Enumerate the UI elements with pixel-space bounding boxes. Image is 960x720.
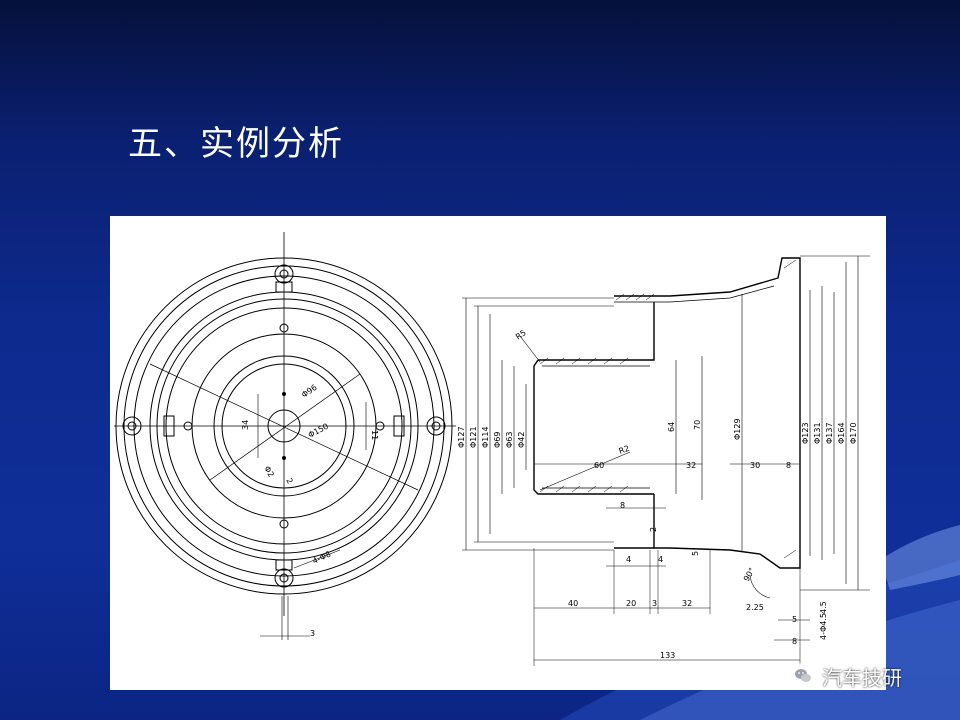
dim-4-phi4-5: 4-Φ4.5 [819,613,828,640]
watermark-text: 汽车技研 [822,665,902,690]
dim-60: 60 [594,461,604,470]
dim-phi63: Φ63 [505,432,514,448]
dim-20: 20 [626,599,636,608]
dim-r2: R2 [618,444,631,456]
dim-r5: R5 [514,328,528,341]
dim-5-mid: 5 [691,551,700,556]
dim-2-25: 2.25 [746,603,764,612]
dim-phi114: Φ114 [481,426,490,448]
dim-133: 133 [660,651,675,660]
dim-phi42: Φ42 [517,432,526,448]
dim-phi69: Φ69 [493,432,502,448]
dim-phi137: Φ137 [825,422,834,444]
dim-11: 11 [370,430,379,440]
dim-4-5: 4.5 [819,601,828,614]
dim-4-left: 4 [626,555,631,564]
wechat-icon [790,663,816,689]
dim-8-top: 8 [786,461,791,470]
front-view [114,232,456,640]
dim-3: 3 [310,629,315,638]
section-view [462,255,870,666]
dim-phi127: Φ127 [457,426,466,448]
dim-phi123: Φ123 [801,422,810,444]
dim-32-top: 32 [686,461,696,470]
dim-32-bottom: 32 [682,599,692,608]
dim-phi121: Φ121 [469,426,478,448]
dim-phi170: Φ170 [849,422,858,444]
dim-30: 30 [750,461,760,470]
dim-64: 64 [667,422,676,432]
dim-34: 34 [241,420,250,430]
watermark: 汽车技研 [790,662,902,690]
dim-4-right: 4 [658,555,663,564]
dim-8-bottom: 8 [792,637,797,646]
dim-3-bottom: 3 [652,599,657,608]
drawing-canvas: Φ96 Φ150 34 11 Φ2 2 4-Φ8 3 R5 R2 Φ127 Φ1… [114,232,870,666]
dim-2-mid: 2 [649,527,658,532]
dim-90-deg: 90° [742,566,757,583]
dim-2: 2 [284,477,294,486]
dim-70: 70 [693,420,702,430]
dim-8-mid: 8 [620,501,625,510]
slide-title: 五、实例分析 [128,124,344,164]
dim-phi129: Φ129 [733,418,742,440]
dim-phi96: Φ96 [300,383,319,400]
dim-phi164: Φ164 [837,422,846,444]
dim-phi131: Φ131 [813,422,822,444]
section-view-labels: R5 R2 Φ127 Φ121 Φ114 Φ69 Φ63 Φ42 64 70 Φ… [457,328,858,660]
dim-4-phi8: 4-Φ8 [311,549,332,565]
technical-drawing: Φ96 Φ150 34 11 Φ2 2 4-Φ8 3 R5 R2 Φ127 Φ1… [110,216,886,690]
dim-phi150: Φ150 [307,422,330,440]
dim-40: 40 [568,599,578,608]
front-view-labels: Φ96 Φ150 34 11 Φ2 2 4-Φ8 3 [241,383,379,638]
dim-phi2: Φ2 [262,465,275,479]
dim-5-bottom: 5 [792,615,797,624]
